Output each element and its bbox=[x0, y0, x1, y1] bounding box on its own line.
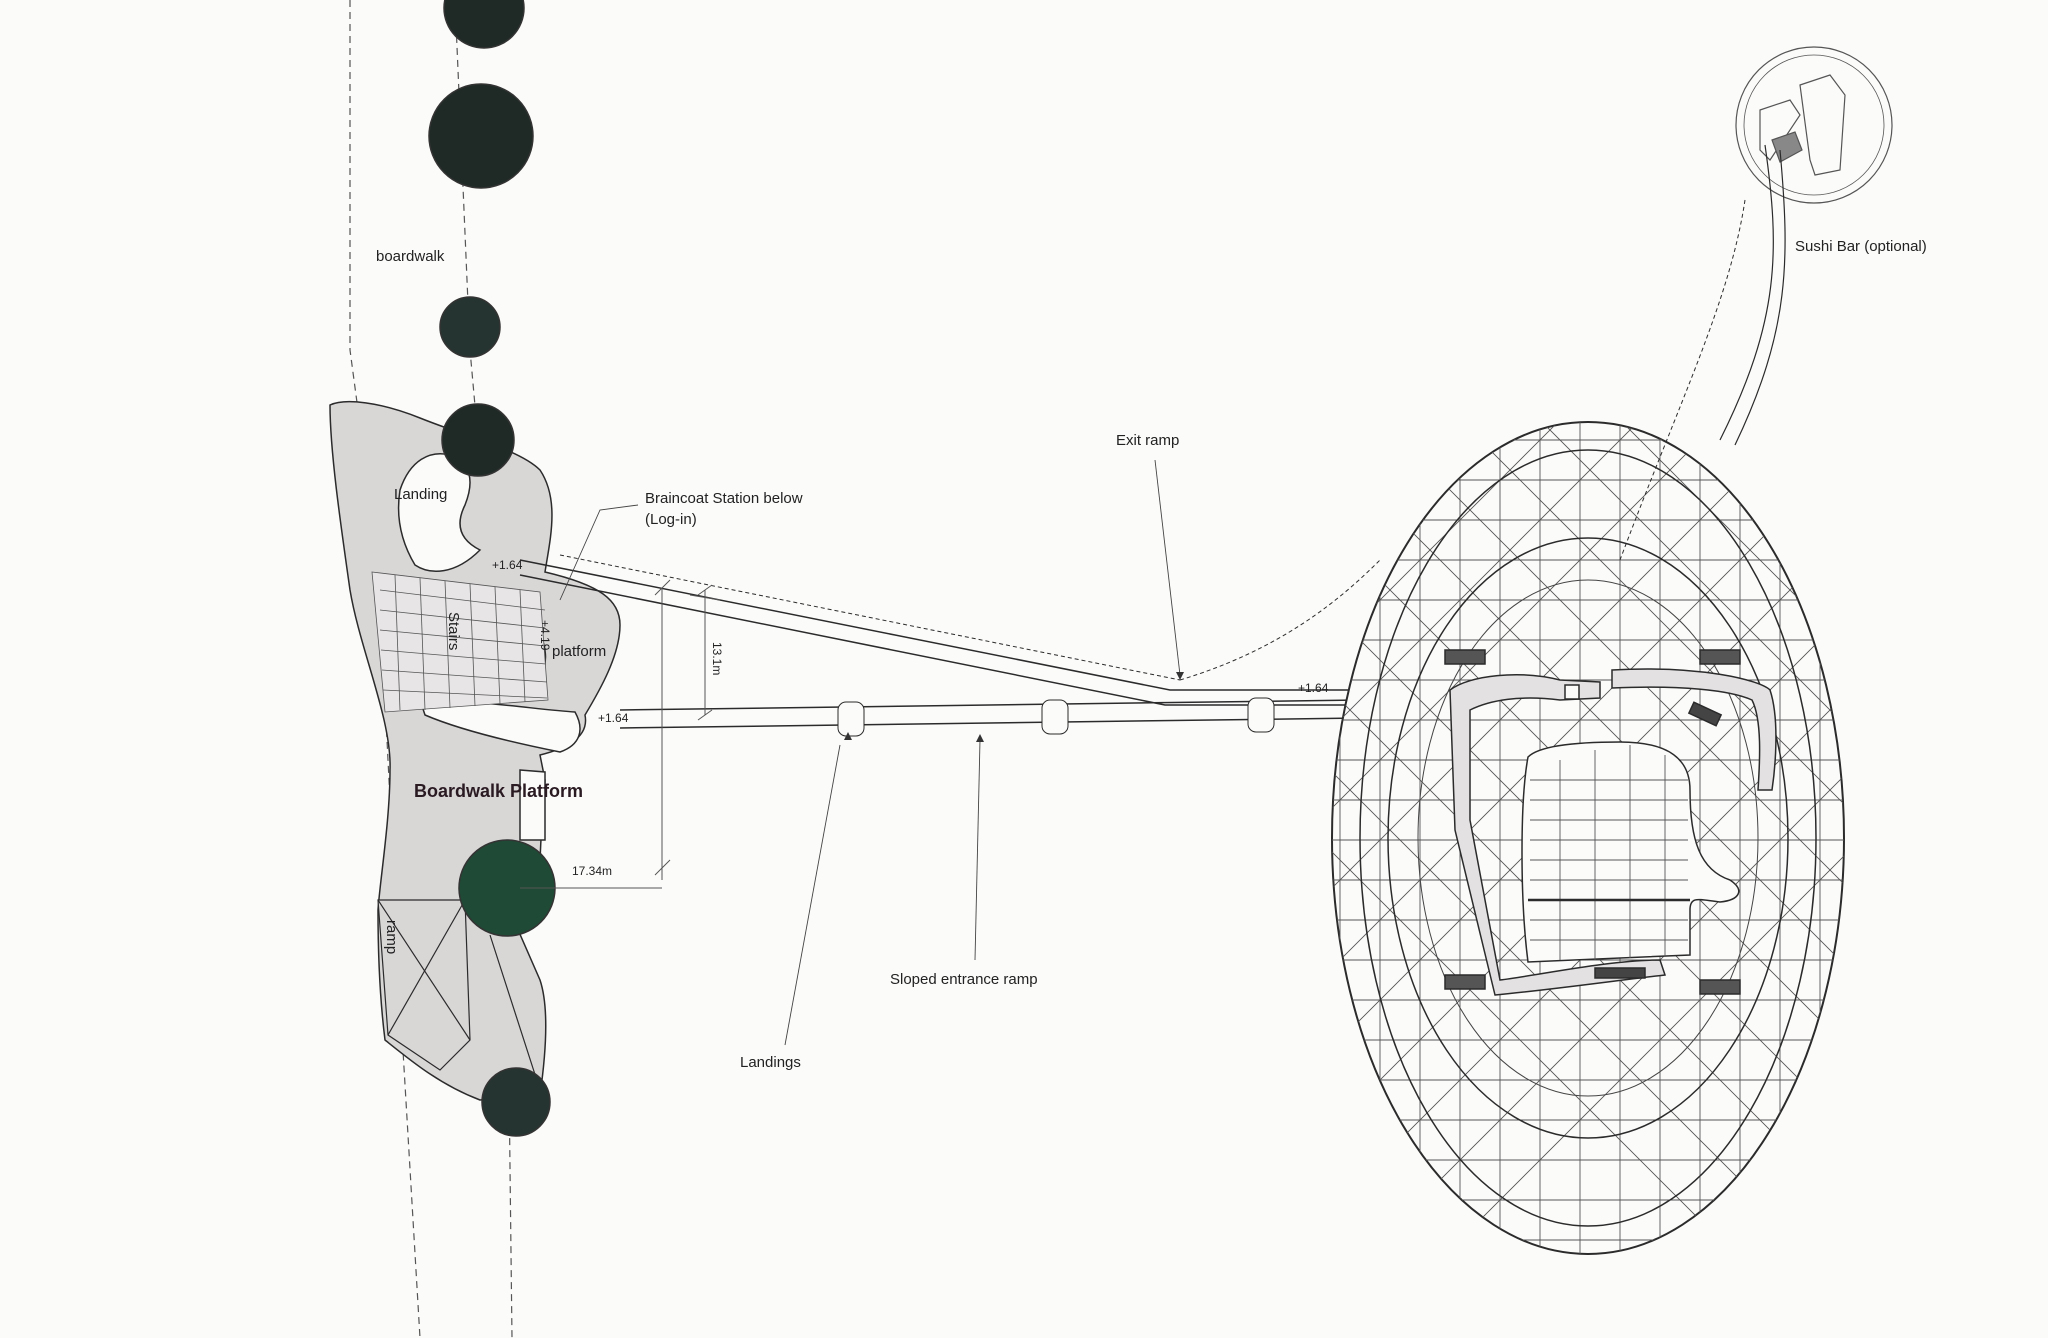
entrance-ramp bbox=[619, 697, 1361, 737]
pavilion-core bbox=[1444, 649, 1777, 996]
sushi-bar bbox=[1735, 46, 1893, 204]
exit-ramp bbox=[519, 554, 1431, 706]
label-landing: Landing bbox=[394, 486, 448, 503]
ramp-triangles bbox=[377, 899, 541, 1091]
tree-6 bbox=[481, 1067, 551, 1137]
stairs-hatching bbox=[371, 571, 549, 713]
leader-arrows bbox=[844, 672, 1184, 742]
label-sloped-entrance-ramp: Sloped entrance ramp bbox=[890, 971, 1038, 988]
label-elevation-top: +1.64 bbox=[492, 558, 523, 572]
tree-2 bbox=[428, 83, 534, 189]
label-braincoat-station-line1: Braincoat Station below bbox=[645, 490, 803, 507]
label-braincoat-station-line2: (Log-in) bbox=[645, 511, 697, 528]
sushi-bar-walkway bbox=[1619, 144, 1786, 561]
tree-3 bbox=[439, 296, 501, 358]
dimension-lines bbox=[520, 579, 721, 889]
label-platform: platform bbox=[552, 643, 607, 660]
label-elevation-ramp: +1.64 bbox=[1298, 681, 1329, 695]
leader-lines bbox=[559, 459, 1181, 1046]
label-elevation-bottom: +1.64 bbox=[598, 711, 629, 725]
label-exit-ramp: Exit ramp bbox=[1116, 432, 1180, 449]
boardwalk-platform-shape bbox=[329, 400, 621, 1101]
tree-1 bbox=[443, 0, 525, 49]
trees bbox=[428, 0, 556, 1137]
label-landings: Landings bbox=[740, 1054, 801, 1071]
label-ramp: ramp bbox=[383, 920, 400, 955]
label-dimension-horizontal: 17.34m bbox=[572, 864, 613, 878]
tree-4 bbox=[441, 403, 515, 477]
label-sushi-bar: Sushi Bar (optional) bbox=[1795, 238, 1927, 255]
label-elevation-stairs: +4.19 bbox=[538, 620, 552, 651]
label-dimension-vertical: 13.1m bbox=[710, 642, 724, 676]
pavilion-structure bbox=[1331, 421, 1845, 1255]
label-boardwalk-platform: Boardwalk Platform bbox=[414, 781, 584, 801]
label-stairs: Stairs bbox=[445, 612, 462, 651]
label-boardwalk: boardwalk bbox=[376, 248, 445, 265]
